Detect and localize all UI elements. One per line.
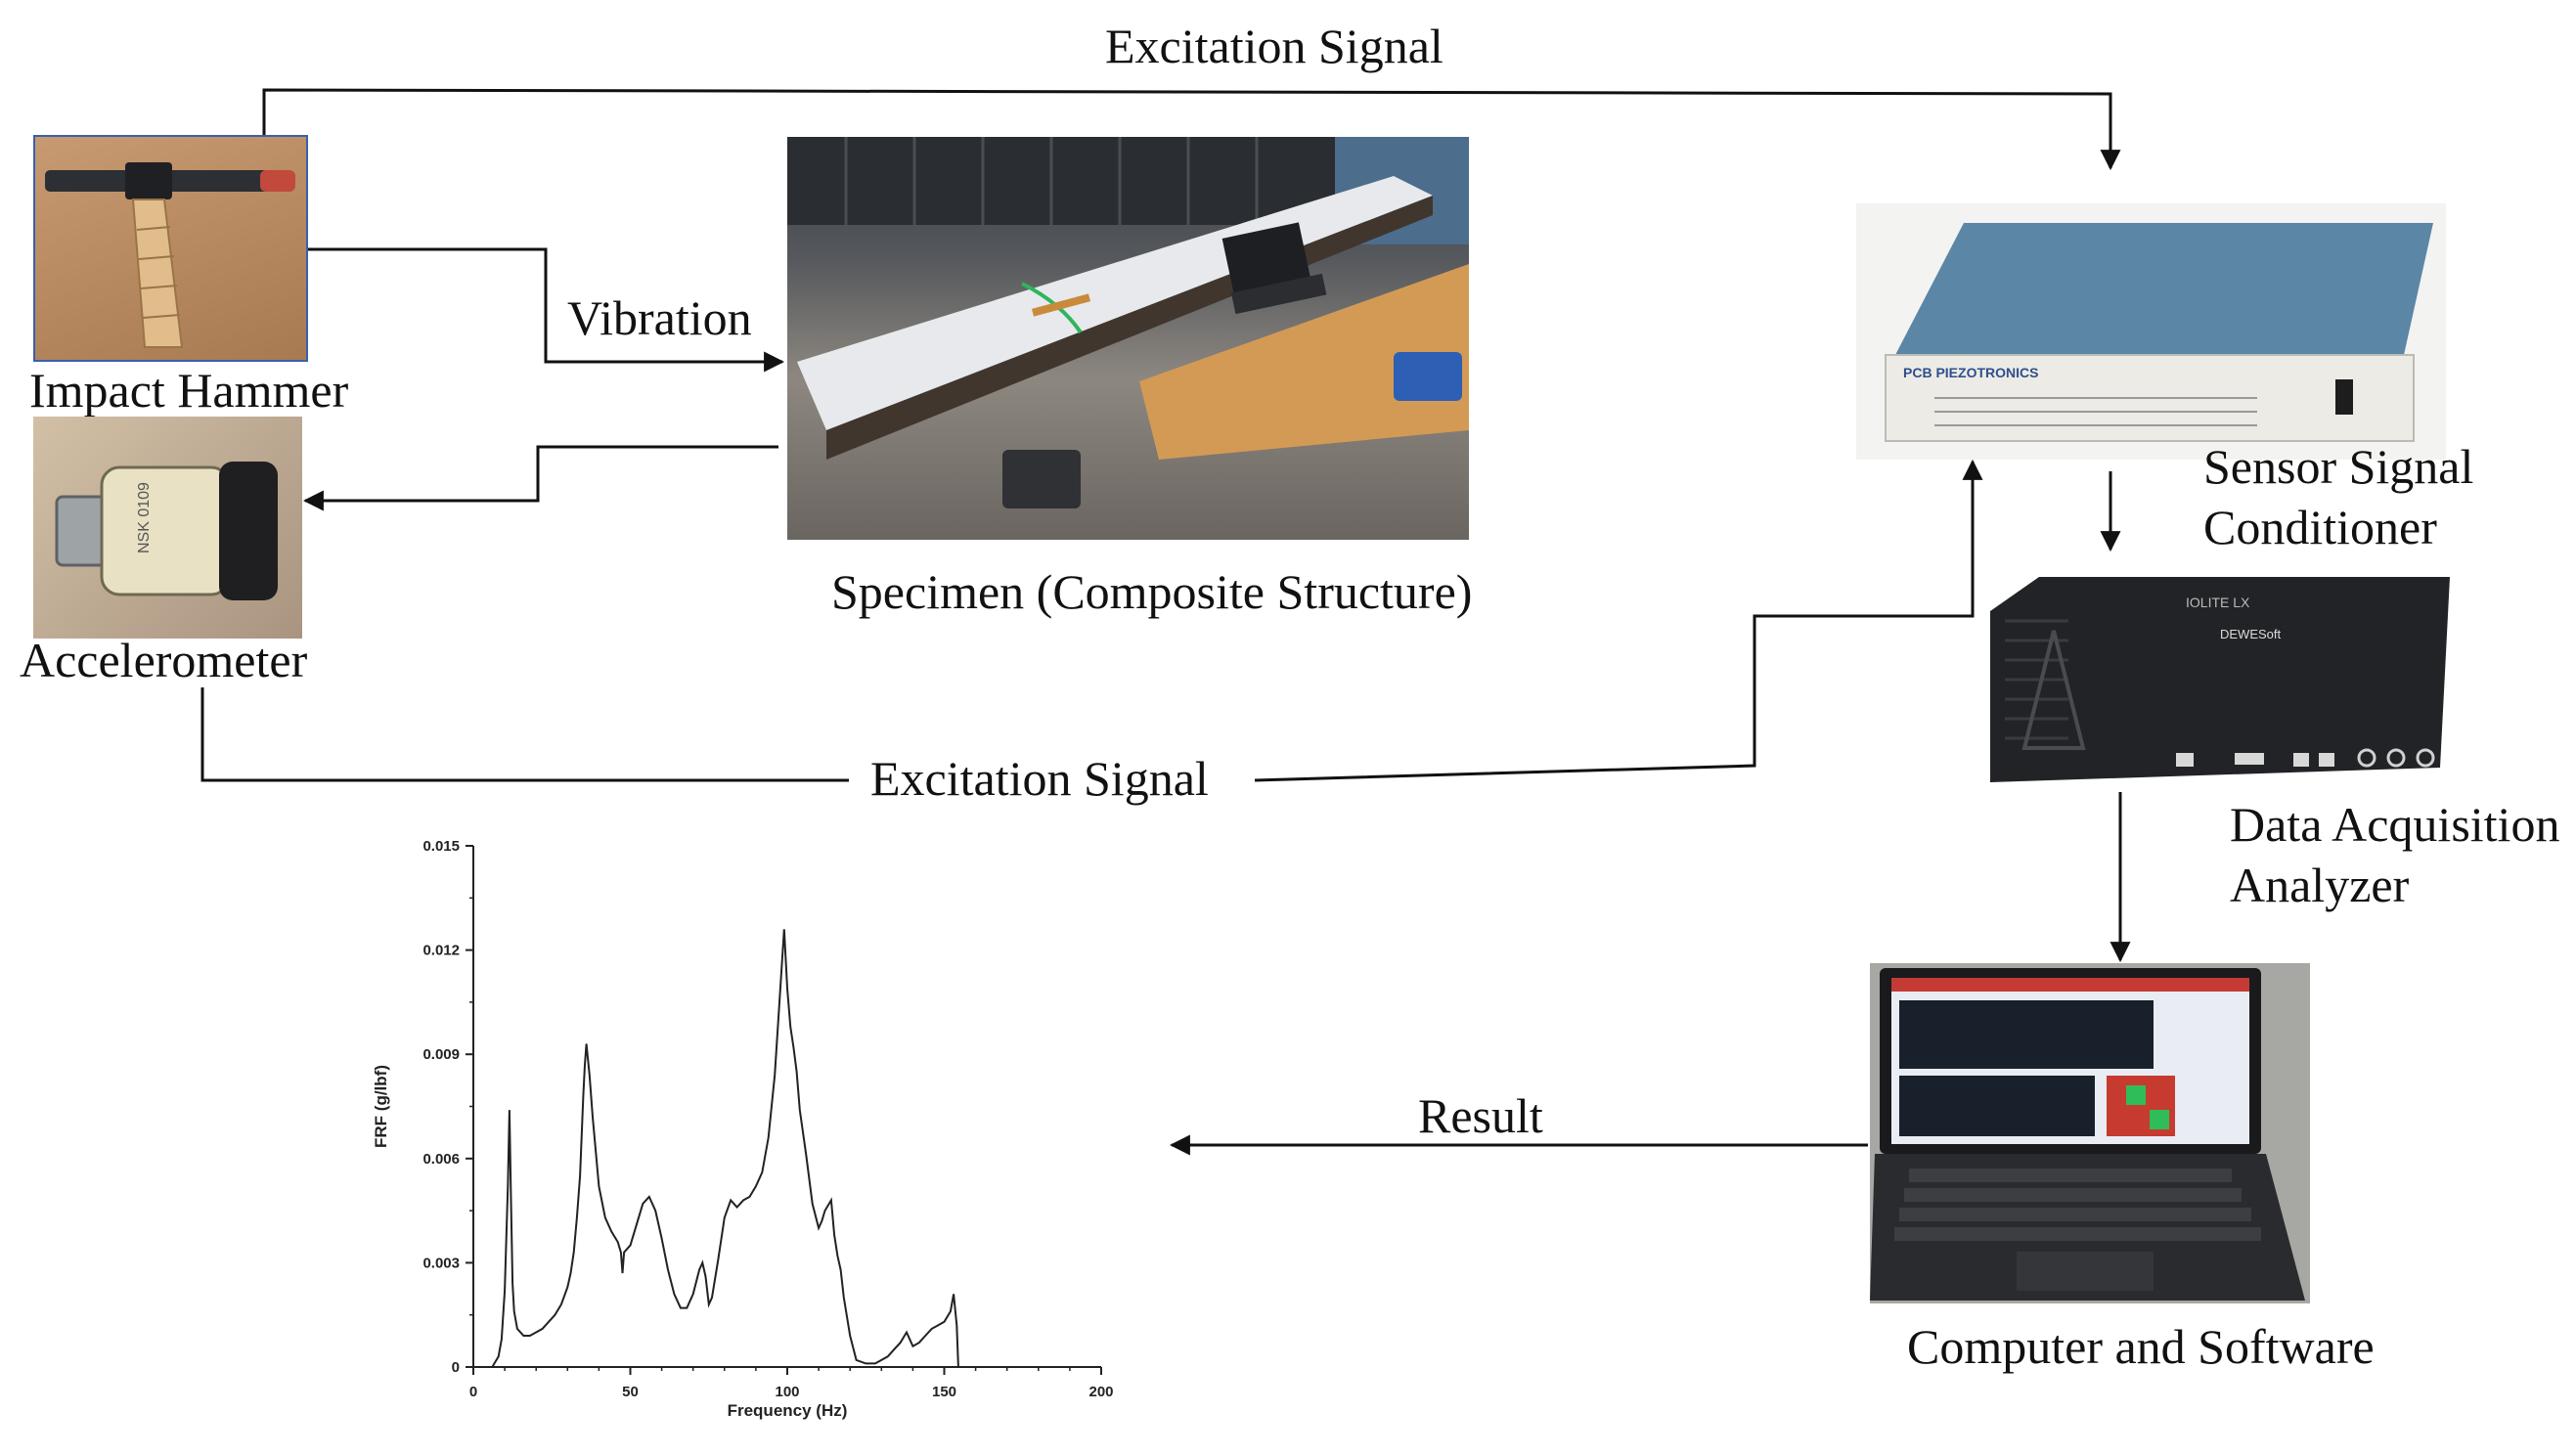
y-tick-label: 0.009 xyxy=(422,1046,460,1063)
x-tick-label: 200 xyxy=(1088,1384,1113,1400)
daq-label-line1: Data Acquisition xyxy=(2230,797,2560,852)
y-tick-label: 0 xyxy=(452,1359,460,1376)
chart-ticks: 0 50 100 150 200 0 0.003 0.006 0.009 0.012 0.015 xyxy=(422,838,1113,1400)
daq-brand-text: DEWESoft xyxy=(2220,627,2282,641)
x-tick-label: 0 xyxy=(469,1384,477,1400)
y-tick-label: 0.006 xyxy=(422,1151,460,1168)
impact-hammer-photo xyxy=(33,135,308,362)
frf-series-line xyxy=(473,929,959,1368)
arrow-accelerometer-to-conditioner-right xyxy=(1254,459,1983,782)
y-tick-label: 0.015 xyxy=(422,838,460,855)
daq-analyzer-photo: IOLITE LX DEWESoft xyxy=(1980,572,2455,792)
daq-model-text: IOLITE LX xyxy=(2186,595,2250,610)
x-tick-label: 100 xyxy=(775,1384,799,1400)
sensor-signal-conditioner-label-line1: Sensor Signal xyxy=(2203,439,2474,494)
conditioner-brand-text: PCB PIEZOTRONICS xyxy=(1903,365,2038,380)
svg-text:NSK 0109: NSK 0109 xyxy=(136,482,153,553)
laptop-photo xyxy=(1870,963,2310,1303)
specimen-photo xyxy=(787,137,1469,540)
result-label: Result xyxy=(1418,1088,1543,1143)
x-tick-label: 50 xyxy=(622,1384,639,1400)
signal-conditioner-photo: PCB PIEZOTRONICS xyxy=(1856,203,2446,460)
sensor-signal-conditioner-label-line2: Conditioner xyxy=(2203,500,2437,554)
arrow-hammer-to-specimen xyxy=(303,247,785,373)
x-axis-label: Frequency (Hz) xyxy=(728,1401,848,1420)
y-tick-label: 0.012 xyxy=(422,943,460,959)
frf-chart: 0 50 100 150 200 0 0.003 0.006 0.009 0.012 0.015 F… xyxy=(372,838,1114,1420)
y-axis-label: FRF (g/lbf) xyxy=(372,1065,390,1148)
vibration-label: Vibration xyxy=(567,290,752,345)
x-tick-label: 150 xyxy=(932,1384,956,1400)
specimen-label: Specimen (Composite Structure) xyxy=(831,564,1473,619)
arrow-hammer-to-conditioner xyxy=(262,88,2121,171)
excitation-signal-bottom-label: Excitation Signal xyxy=(870,751,1209,806)
daq-label-line2: Analyzer xyxy=(2230,858,2410,912)
accelerometer-label: Accelerometer xyxy=(20,633,308,687)
impact-hammer-label: Impact Hammer xyxy=(29,363,349,418)
arrow-accelerometer-to-conditioner-left xyxy=(200,687,849,782)
computer-label: Computer and Software xyxy=(1907,1319,2375,1374)
arrow-specimen-to-accelerometer xyxy=(302,445,778,511)
y-tick-label: 0.003 xyxy=(422,1255,460,1271)
accelerometer-photo: NSK 0109 xyxy=(33,417,302,639)
excitation-signal-top-label: Excitation Signal xyxy=(1105,19,1443,73)
